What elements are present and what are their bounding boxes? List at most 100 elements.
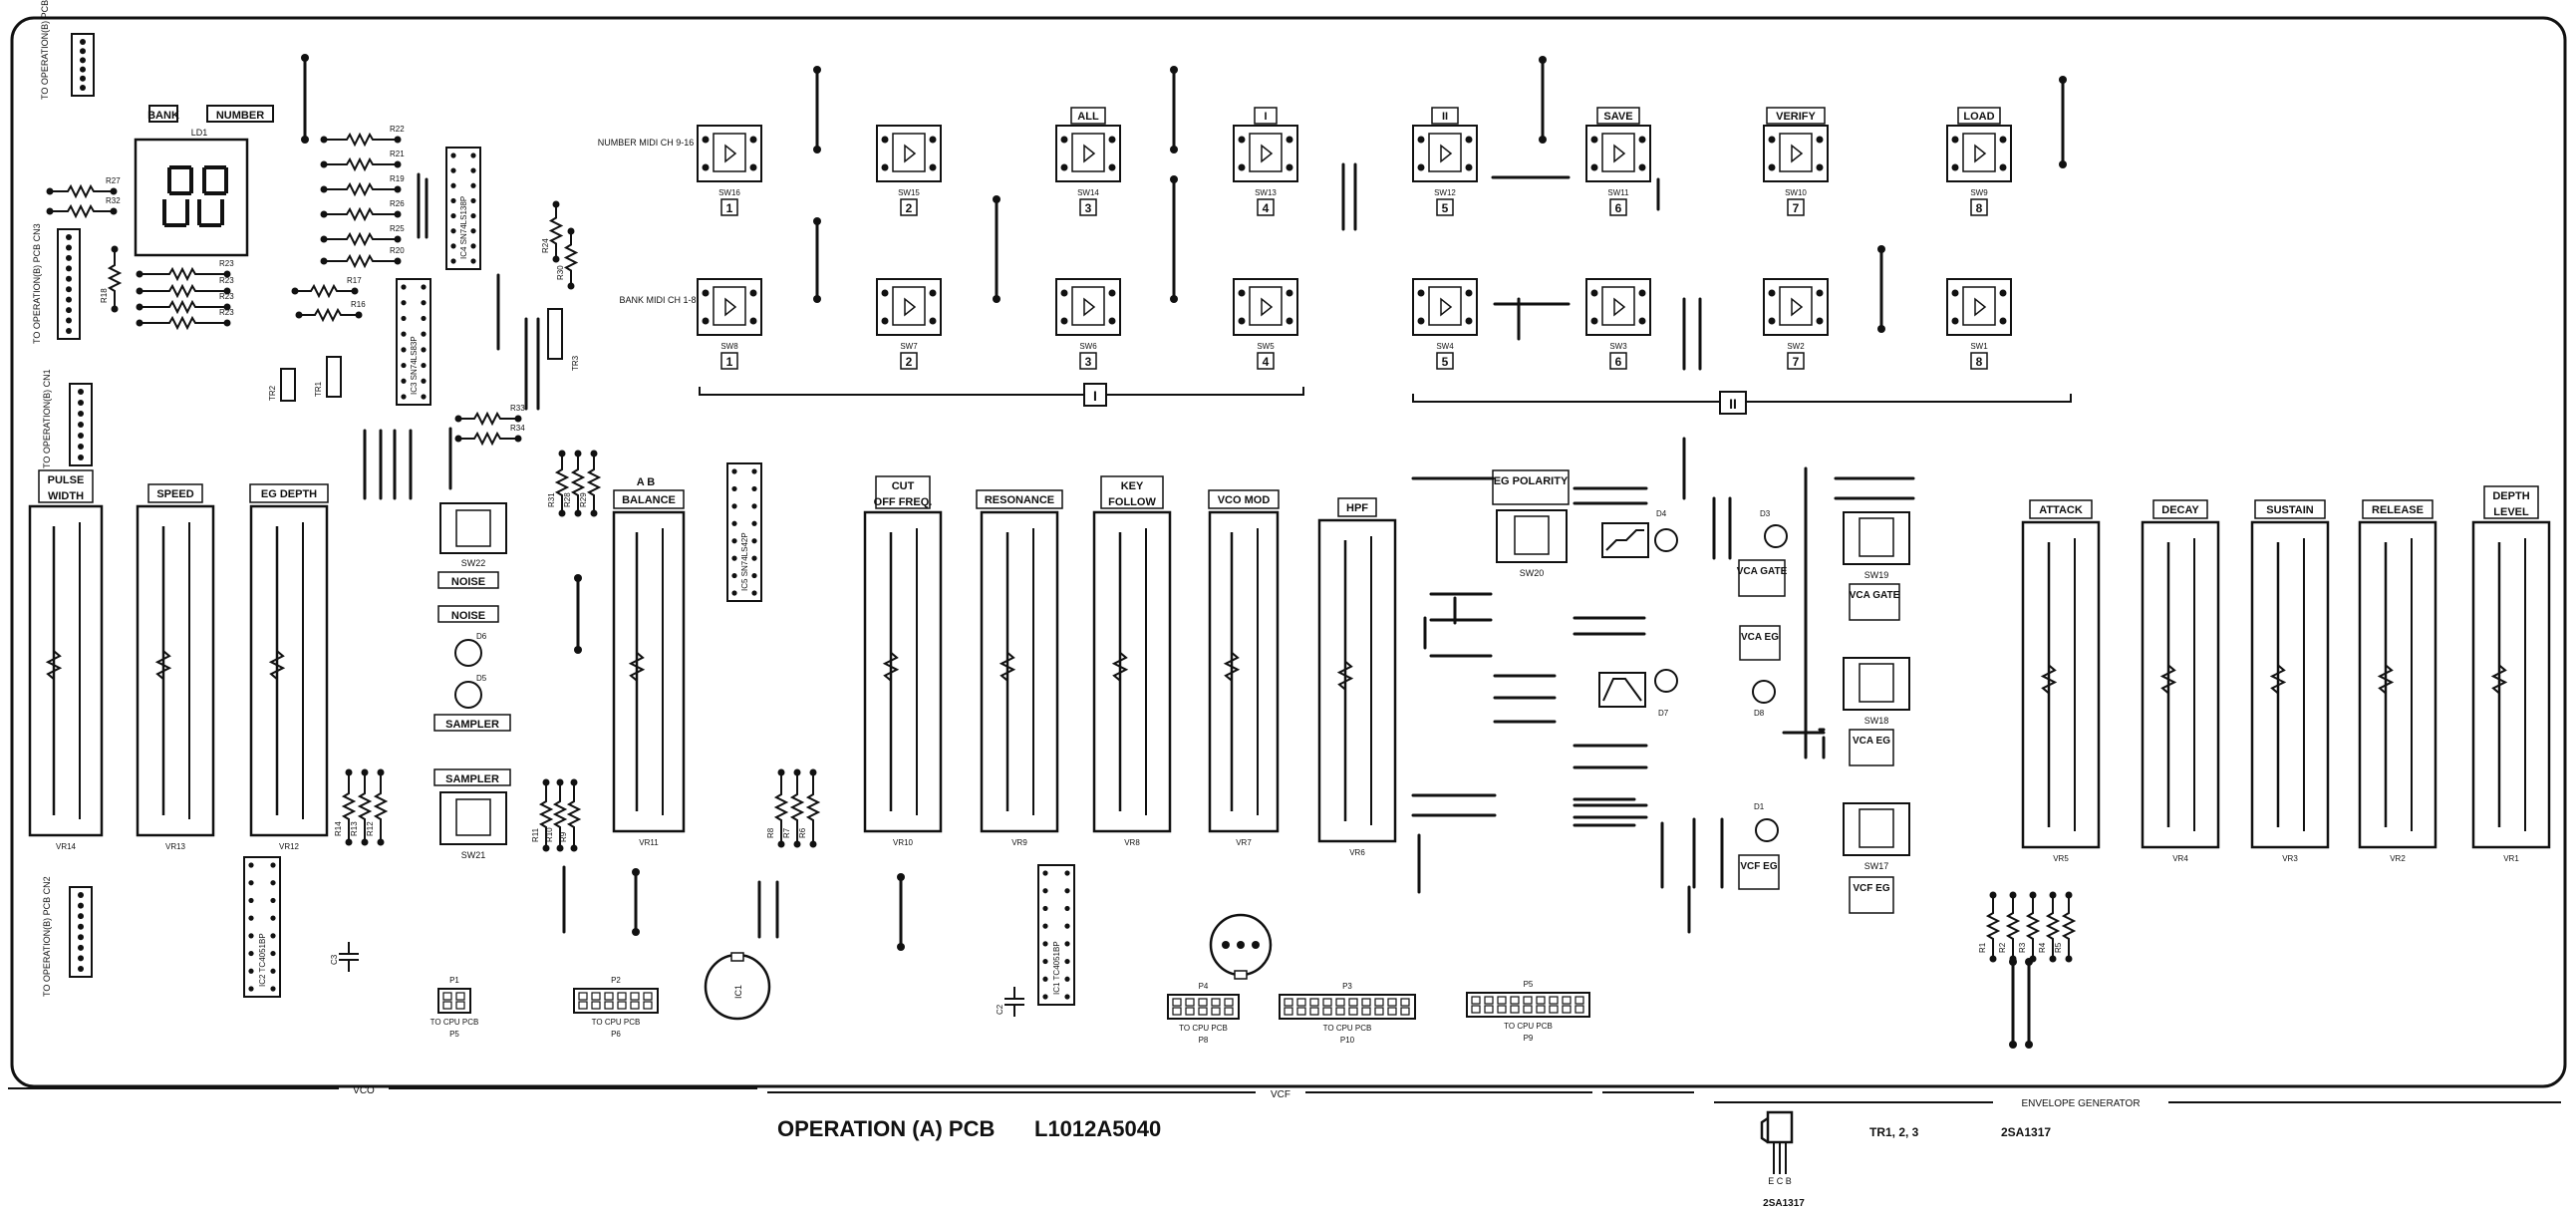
capacitors bbox=[339, 942, 1024, 1017]
ic2: IC2 TC4051BP bbox=[243, 856, 281, 998]
top-switch-num: 8 bbox=[1976, 201, 1983, 215]
svg-text:R23: R23 bbox=[219, 276, 234, 285]
top-switch-label-box bbox=[1431, 107, 1459, 125]
d7-ref: D7 bbox=[1658, 709, 1669, 718]
bottom-switch-5 bbox=[1412, 278, 1478, 336]
bottom-switch-ref: SW6 bbox=[1079, 342, 1097, 351]
top-switch-num-box bbox=[1079, 198, 1097, 216]
vca-eg-label-1: VCA EG bbox=[1741, 632, 1779, 643]
resistor: R2 bbox=[1998, 891, 2021, 963]
top-switch-ref: SW12 bbox=[1434, 188, 1456, 197]
top-switch-label: VERIFY bbox=[1776, 111, 1816, 123]
tr1-ref: TR1 bbox=[314, 381, 323, 397]
top-switch-ref: SW13 bbox=[1255, 188, 1277, 197]
slider-ref: VR14 bbox=[56, 842, 77, 851]
svg-text:R24: R24 bbox=[541, 238, 550, 253]
svg-text:R1: R1 bbox=[1978, 942, 1987, 953]
header-dest: P6 bbox=[611, 1030, 621, 1039]
top-switch-ref: SW9 bbox=[1970, 188, 1988, 197]
group-bracket-2 bbox=[1412, 391, 2072, 415]
bottom-switch-3 bbox=[1055, 278, 1121, 336]
number-midi-label: NUMBER MIDI CH 9-16 bbox=[598, 138, 695, 148]
bottom-switch-num: 3 bbox=[1085, 355, 1092, 369]
slider-ref: VR10 bbox=[893, 838, 914, 847]
d5-ref: D5 bbox=[476, 674, 487, 683]
svg-text:R7: R7 bbox=[782, 827, 791, 838]
resistor: R21 bbox=[320, 150, 405, 172]
header-to: TO CPU PCB bbox=[1504, 1022, 1553, 1031]
resistor: R11 bbox=[531, 778, 554, 852]
top-switch-num-box bbox=[1609, 198, 1627, 216]
transistor-refs: TR1, 2, 3 bbox=[1869, 1125, 1919, 1139]
svg-text:R34: R34 bbox=[510, 424, 525, 433]
resistor: R23 bbox=[136, 276, 234, 299]
top-switch-num: 3 bbox=[1085, 201, 1092, 215]
slider-ref: VR3 bbox=[2282, 854, 2298, 863]
resistor: R18 bbox=[100, 245, 123, 313]
slider-ref: VR7 bbox=[1236, 838, 1252, 847]
slider-ref: VR8 bbox=[1124, 838, 1140, 847]
slider-label: LEVEL bbox=[2493, 506, 2529, 518]
svg-text:R9: R9 bbox=[559, 831, 568, 842]
top-switch-8 bbox=[1946, 125, 2012, 182]
slider-label: HPF bbox=[1346, 502, 1368, 514]
ic-label: IC4 SN74LS138P bbox=[459, 196, 468, 259]
svg-text:R23: R23 bbox=[219, 308, 234, 317]
slider-ref: VR9 bbox=[1011, 838, 1027, 847]
svg-text:R33: R33 bbox=[510, 404, 525, 413]
bottom-switch-ref: SW1 bbox=[1970, 342, 1988, 351]
vcf-eg-label-1: VCF EG bbox=[1740, 861, 1777, 872]
top-switch-1 bbox=[697, 125, 762, 182]
sampler-label-1: SAMPLER bbox=[445, 719, 499, 731]
header-dest: P10 bbox=[1340, 1036, 1355, 1045]
bottom-switch-6 bbox=[1585, 278, 1651, 336]
bottom-switch-ref: SW5 bbox=[1257, 342, 1275, 351]
bottom-switch-num-box bbox=[1609, 352, 1627, 370]
top-switch-label: ALL bbox=[1077, 111, 1099, 123]
svg-text:R27: R27 bbox=[106, 176, 121, 185]
sw20-ref: SW20 bbox=[1520, 568, 1545, 578]
tr2-ref: TR2 bbox=[268, 385, 277, 401]
connector-cn4-label: TO OPERATION(B) PCB CN4 bbox=[40, 0, 50, 100]
bottom-switch-ref: SW3 bbox=[1609, 342, 1627, 351]
resistor: R31 bbox=[547, 450, 570, 517]
d8-ref: D8 bbox=[1754, 709, 1765, 718]
svg-text:R22: R22 bbox=[390, 125, 405, 134]
vca-eg-label-2: VCA EG bbox=[1853, 736, 1890, 747]
bottom-switch-ref: SW2 bbox=[1787, 342, 1805, 351]
svg-text:R23: R23 bbox=[219, 292, 234, 301]
connector-cn3-label: TO OPERATION(B) PCB CN3 bbox=[32, 223, 42, 344]
section-bar bbox=[8, 1087, 2561, 1103]
top-switch-label: LOAD bbox=[1963, 111, 1994, 123]
svg-text:R18: R18 bbox=[100, 288, 109, 303]
svg-text:R21: R21 bbox=[390, 150, 405, 158]
bottom-switch-7 bbox=[1763, 278, 1829, 336]
round-ic: IC1 bbox=[704, 913, 1273, 1021]
resistor: R26 bbox=[320, 199, 405, 222]
balance-ab-label: A B bbox=[637, 476, 656, 488]
d4-ref: D4 bbox=[1656, 509, 1667, 518]
display-number-label: NUMBER bbox=[216, 110, 264, 122]
svg-text:R30: R30 bbox=[556, 265, 565, 280]
svg-text:R8: R8 bbox=[766, 827, 775, 838]
sampler-label-2: SAMPLER bbox=[445, 773, 499, 785]
board-title: OPERATION (A) PCB bbox=[777, 1116, 995, 1141]
top-switch-num-box bbox=[1970, 198, 1988, 216]
svg-text:R32: R32 bbox=[106, 196, 121, 205]
header-dest: P8 bbox=[1199, 1036, 1209, 1045]
bottom-switch-num-box bbox=[1257, 352, 1275, 370]
top-switch-num-box bbox=[1257, 198, 1275, 216]
sw21-ref: SW21 bbox=[461, 850, 486, 860]
transistor-pins: E C B bbox=[1768, 1176, 1792, 1186]
resistor: R32 bbox=[46, 196, 121, 219]
resistor: R34 bbox=[454, 424, 525, 447]
transistor-symbol: E C B 2SA1317 bbox=[1760, 1110, 1805, 1209]
top-switch-num-box bbox=[900, 198, 918, 216]
header-to: TO CPU PCB bbox=[1323, 1024, 1372, 1033]
slider-label: DECAY bbox=[2161, 504, 2199, 516]
vcf-eg-label-2: VCF EG bbox=[1853, 883, 1889, 894]
